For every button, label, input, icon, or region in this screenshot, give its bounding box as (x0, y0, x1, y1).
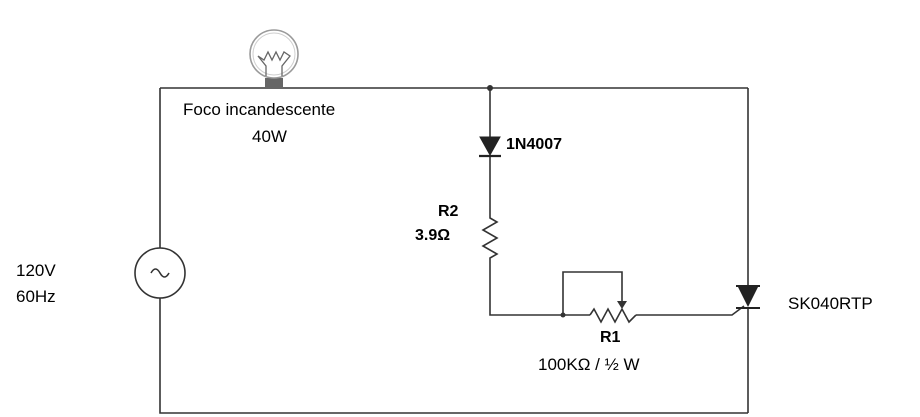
source-voltage-label: 120V (16, 261, 56, 280)
diode-part-label: 1N4007 (506, 136, 563, 153)
diode-icon (479, 136, 501, 158)
wire-r1-gate (636, 305, 745, 316)
resistor-icon (481, 208, 499, 262)
junction-top (487, 85, 493, 91)
triac-part-label: SK040RTP (788, 294, 873, 313)
junction-pot (560, 312, 566, 318)
r2-ref-label: R2 (438, 203, 459, 220)
wire-r2-bottom (489, 262, 590, 316)
r1-value-label: 100KΩ / ½ W (538, 355, 640, 374)
lamp-name-label: Foco incandescente (183, 100, 336, 119)
wire-left-bottom (159, 298, 748, 414)
lamp-power-label: 40W (252, 127, 287, 146)
triac-icon (736, 285, 760, 309)
source-frequency-label: 60Hz (16, 287, 56, 306)
ac-source-icon (134, 247, 186, 299)
r1-ref-label: R1 (600, 329, 621, 346)
potentiometer-icon (589, 298, 637, 324)
r2-value-label: 3.9Ω (415, 227, 451, 244)
wire-pot-bypass (562, 271, 623, 315)
lamp-icon (249, 29, 299, 88)
